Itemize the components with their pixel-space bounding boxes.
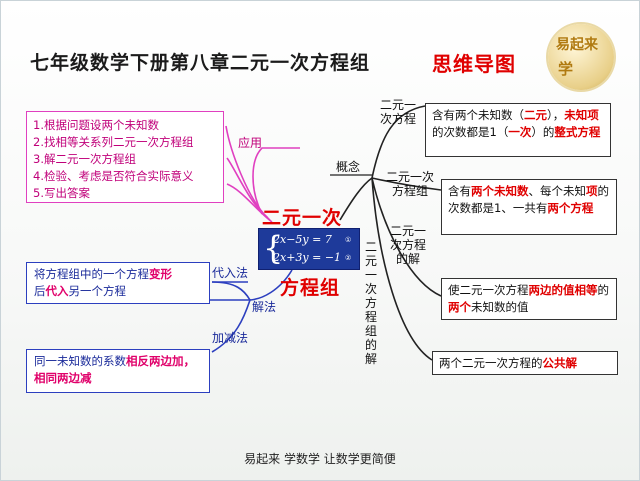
logo-text-bottom: 学 <box>558 60 574 78</box>
definition-emph: 两个未知数 <box>471 184 529 198</box>
elimination-emph: 相反两边加，相同两边减 <box>34 354 195 385</box>
definition-emph: 两个 <box>448 300 471 314</box>
equation-1-number: ① <box>345 236 352 244</box>
application-step: 5.写出答案 <box>33 186 90 200</box>
definition-text: 使二元一次方程 <box>448 283 529 297</box>
equation-2-number: ② <box>345 254 352 262</box>
substitution-label: 代入法 <box>212 266 249 280</box>
page-title: 七年级数学下册第八章二元一次方程组 <box>30 52 371 74</box>
equation-1: 2x−5y = 7 <box>273 233 332 246</box>
application-step: 1.根据问题设两个未知数 <box>33 118 159 132</box>
definition-text: 含有 <box>448 184 471 198</box>
definition-emph: 二元 <box>524 108 547 122</box>
definition-emph: 一次 <box>508 125 532 139</box>
footer-slogan: 易起来 学数学 让数学更简便 <box>244 452 396 466</box>
solution-definition-box: 使二元一次方程两边的值相等的两个未知数的值 <box>441 278 617 320</box>
central-topic-top: 二元一次 <box>262 207 343 229</box>
substitution-text: 后 <box>34 284 46 298</box>
definition-text: 含有两个未知数（ <box>432 108 524 122</box>
system-solution-box: 两个二元一次方程的公共解 <box>432 351 618 375</box>
definition-emph: 公共解 <box>542 356 578 370</box>
definition-text: ）， <box>547 108 565 122</box>
definition-text: 的次数都是1（ <box>432 125 509 139</box>
elimination-box: 同一未知数的系数相反两边加，相同两边减 <box>26 349 210 393</box>
definition-emph: 两边的值相等 <box>528 283 598 297</box>
application-step: 2.找相等关系列二元一次方程组 <box>33 135 194 149</box>
definition-emph: 两个方程 <box>547 201 594 215</box>
concept-label: 概念 <box>336 160 361 174</box>
equation-definition-box: 含有两个未知数（二元），未知项的次数都是1（一次）的整式方程 <box>425 103 611 157</box>
application-steps-box: 1.根据问题设两个未知数 2.找相等关系列二元一次方程组 3.解二元一次方程组 … <box>26 111 224 203</box>
elimination-label: 加减法 <box>212 331 249 345</box>
definition-text: 两个二元一次方程的 <box>439 356 543 370</box>
equation-2: 2x+3y = −1 <box>273 251 342 264</box>
system-definition-box: 含有两个未知数、每个未知项的次数都是1、一共有两个方程 <box>441 179 617 235</box>
substitution-emph: 变形 <box>149 267 172 281</box>
logo-text-top: 易起来 <box>556 37 598 53</box>
solving-label: 解法 <box>252 300 277 314</box>
definition-text: 的 <box>597 283 610 297</box>
substitution-text: 另一个方程 <box>68 284 127 298</box>
page-title-highlight: 思维导图 <box>432 52 516 76</box>
system-label: 二元一次方程组 <box>385 170 434 198</box>
brand-logo: 易起来 学 <box>548 24 614 90</box>
application-step: 4.检验、考虑是否符合实际意义 <box>33 169 194 183</box>
system-solution-label: 二元一次方程组的解 <box>364 240 377 366</box>
application-label: 应用 <box>238 136 263 150</box>
substitution-text: 将方程组中的一个方程 <box>34 267 149 281</box>
equation-label: 二元一次方程 <box>379 98 416 126</box>
definition-emph: 整式方程 <box>554 125 601 139</box>
definition-text: 的次数都是1、一共有 <box>448 184 609 215</box>
substitution-box: 将方程组中的一个方程变形 后代入另一个方程 <box>26 262 210 304</box>
substitution-emph: 代入 <box>45 284 69 298</box>
definition-emph: 未知项 <box>564 108 599 122</box>
equation-system-box: { 2x−5y = 7 2x+3y = −1 ① ② <box>258 228 360 270</box>
definition-emph: 项 <box>586 184 598 198</box>
elimination-text: 同一未知数的系数 <box>34 354 126 368</box>
brace-icon: { <box>263 229 284 267</box>
definition-text: 未知数的值 <box>471 300 529 314</box>
definition-text: 、每个未知 <box>528 184 587 198</box>
application-step: 3.解二元一次方程组 <box>33 152 136 166</box>
solution-label: 二元一次方程的解 <box>389 224 426 266</box>
definition-text: ）的 <box>531 125 555 139</box>
central-topic-bottom: 方程组 <box>280 277 341 299</box>
